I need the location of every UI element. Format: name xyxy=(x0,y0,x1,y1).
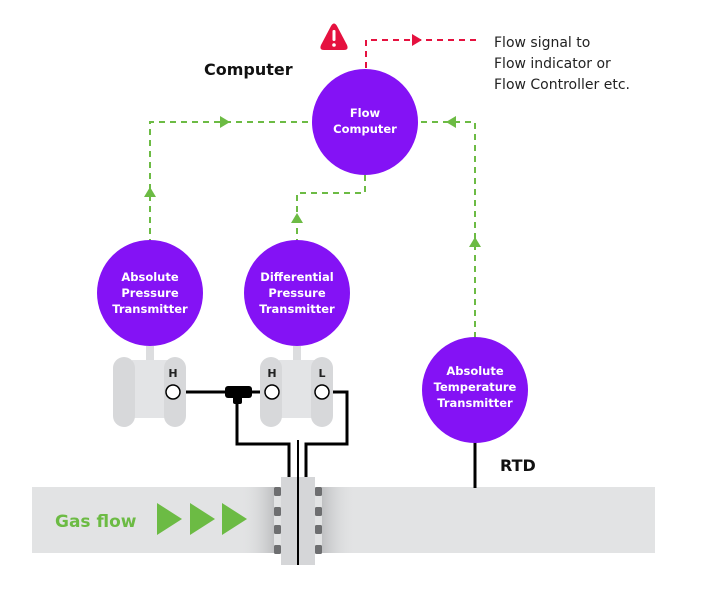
arrow-up-ap xyxy=(144,187,156,197)
node-label-line: Temperature xyxy=(434,380,517,394)
signal-dp-to-computer xyxy=(296,175,366,245)
orifice-flange xyxy=(274,440,322,565)
port-ap-high xyxy=(165,384,181,400)
output-signal-line xyxy=(365,34,478,68)
play-arrow-icon xyxy=(222,503,247,535)
flange-bolt xyxy=(274,487,281,496)
flange-bolt xyxy=(315,525,322,534)
output-note-line: Flow indicator or xyxy=(494,56,611,72)
output-dashed xyxy=(365,39,478,68)
pipe-shade-right xyxy=(322,487,356,553)
port-label-dp-high: H xyxy=(267,367,276,380)
abs-pressure-transmitter-body xyxy=(113,346,186,427)
flow-direction-arrows xyxy=(157,503,247,535)
arrow-right-ap xyxy=(220,116,230,128)
flange-left xyxy=(281,477,297,565)
flange-bolt xyxy=(315,507,322,516)
warning-triangle-icon xyxy=(320,23,348,50)
node-label-line: Pressure xyxy=(268,286,325,300)
flange-bolt xyxy=(315,487,322,496)
arrow-left-temp xyxy=(446,116,456,128)
port-label-dp-low: L xyxy=(318,367,325,380)
node-abs-temperature-transmitter: Absolute Temperature Transmitter xyxy=(422,337,528,443)
arrow-right-output xyxy=(412,34,422,46)
output-note-line: Flow Controller etc. xyxy=(494,77,630,93)
tee-stem xyxy=(233,392,242,404)
flange-bolt xyxy=(274,525,281,534)
wire-tee-to-tap-high xyxy=(235,400,291,477)
node-label-line: Computer xyxy=(333,122,397,136)
flange-bolt xyxy=(274,545,281,554)
signal-lines xyxy=(144,116,481,338)
node-label-line: Transmitter xyxy=(259,302,335,316)
impulse-lines xyxy=(181,386,477,488)
flange-bolt xyxy=(315,545,322,554)
play-arrow-icon xyxy=(157,503,182,535)
flange-right xyxy=(299,477,315,565)
node-diff-pressure-transmitter: Differential Pressure Transmitter xyxy=(244,240,350,346)
node-label-line: Pressure xyxy=(121,286,178,300)
port-dp-high xyxy=(264,384,280,400)
port-label-ap-high: H xyxy=(168,367,177,380)
node-label-line: Absolute xyxy=(446,364,504,378)
node-label-line: Differential xyxy=(260,270,333,284)
output-note-line: Flow signal to xyxy=(494,35,590,51)
node-abs-pressure-transmitter: Absolute Pressure Transmitter xyxy=(97,240,203,346)
arrow-up-dp xyxy=(291,213,303,223)
node-label-line: Transmitter xyxy=(112,302,188,316)
flange-bolts xyxy=(274,487,322,554)
rtd-label: RTD xyxy=(500,456,536,475)
transmitter-neck xyxy=(293,346,301,360)
signal-ap-to-computer xyxy=(149,121,316,245)
signal-temp-to-computer xyxy=(412,121,476,338)
computer-heading: Computer xyxy=(204,60,293,79)
transmitter-center xyxy=(132,360,168,418)
transmitter-left-cap xyxy=(113,357,135,427)
wire-low-to-tap xyxy=(304,390,349,477)
node-label-line: Flow xyxy=(350,106,381,120)
transmitter-center xyxy=(279,360,315,418)
port-dp-low xyxy=(314,384,330,400)
play-arrow-icon xyxy=(190,503,215,535)
node-label-line: Absolute xyxy=(121,270,179,284)
gas-flow-label: Gas flow xyxy=(55,512,137,532)
flange-bolt xyxy=(274,507,281,516)
node-flow-computer: Flow Computer xyxy=(312,69,418,175)
arrow-up-temp xyxy=(469,237,481,247)
node-label-line: Transmitter xyxy=(437,396,513,410)
pipe-shade-left xyxy=(240,487,274,553)
pipe xyxy=(32,487,655,553)
transmitter-neck xyxy=(146,346,154,360)
